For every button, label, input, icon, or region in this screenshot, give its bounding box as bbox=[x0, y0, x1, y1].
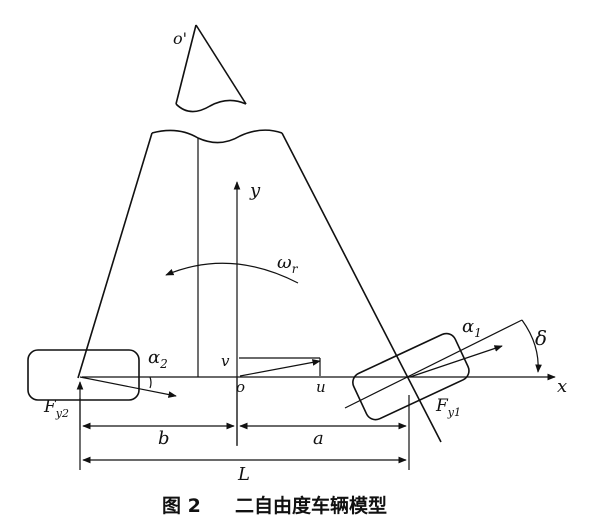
label-fy2: Fy2 bbox=[43, 397, 69, 420]
front-wheel-centerline bbox=[344, 319, 523, 409]
figure-number: 图 2 bbox=[162, 495, 201, 517]
label-omega: ωr bbox=[277, 252, 299, 276]
label-v: v bbox=[221, 352, 230, 370]
label-y-axis: y bbox=[249, 180, 261, 201]
label-alpha2: α2 bbox=[148, 347, 168, 371]
front-velocity-arrow bbox=[409, 345, 503, 378]
label-x-axis: x bbox=[557, 376, 567, 397]
label-delta: δ bbox=[535, 326, 547, 350]
yaw-rate-arc bbox=[165, 262, 299, 284]
label-fy1: Fy1 bbox=[435, 396, 461, 419]
figure-title: 二自由度车辆模型 bbox=[235, 494, 387, 517]
label-o-prime: o' bbox=[173, 29, 187, 48]
velocity-components bbox=[239, 357, 321, 377]
steering-angle-arc bbox=[521, 319, 542, 373]
label-alpha1: α1 bbox=[462, 316, 482, 340]
label-u: u bbox=[316, 378, 326, 396]
rear-wheel bbox=[27, 349, 177, 401]
turning-triangle bbox=[77, 129, 442, 443]
label-L: L bbox=[237, 464, 250, 485]
dimension-lines bbox=[79, 378, 410, 470]
label-o: o bbox=[236, 378, 245, 396]
label-b: b bbox=[158, 428, 170, 449]
label-a: a bbox=[313, 428, 324, 449]
turn-center-cone bbox=[175, 24, 247, 113]
